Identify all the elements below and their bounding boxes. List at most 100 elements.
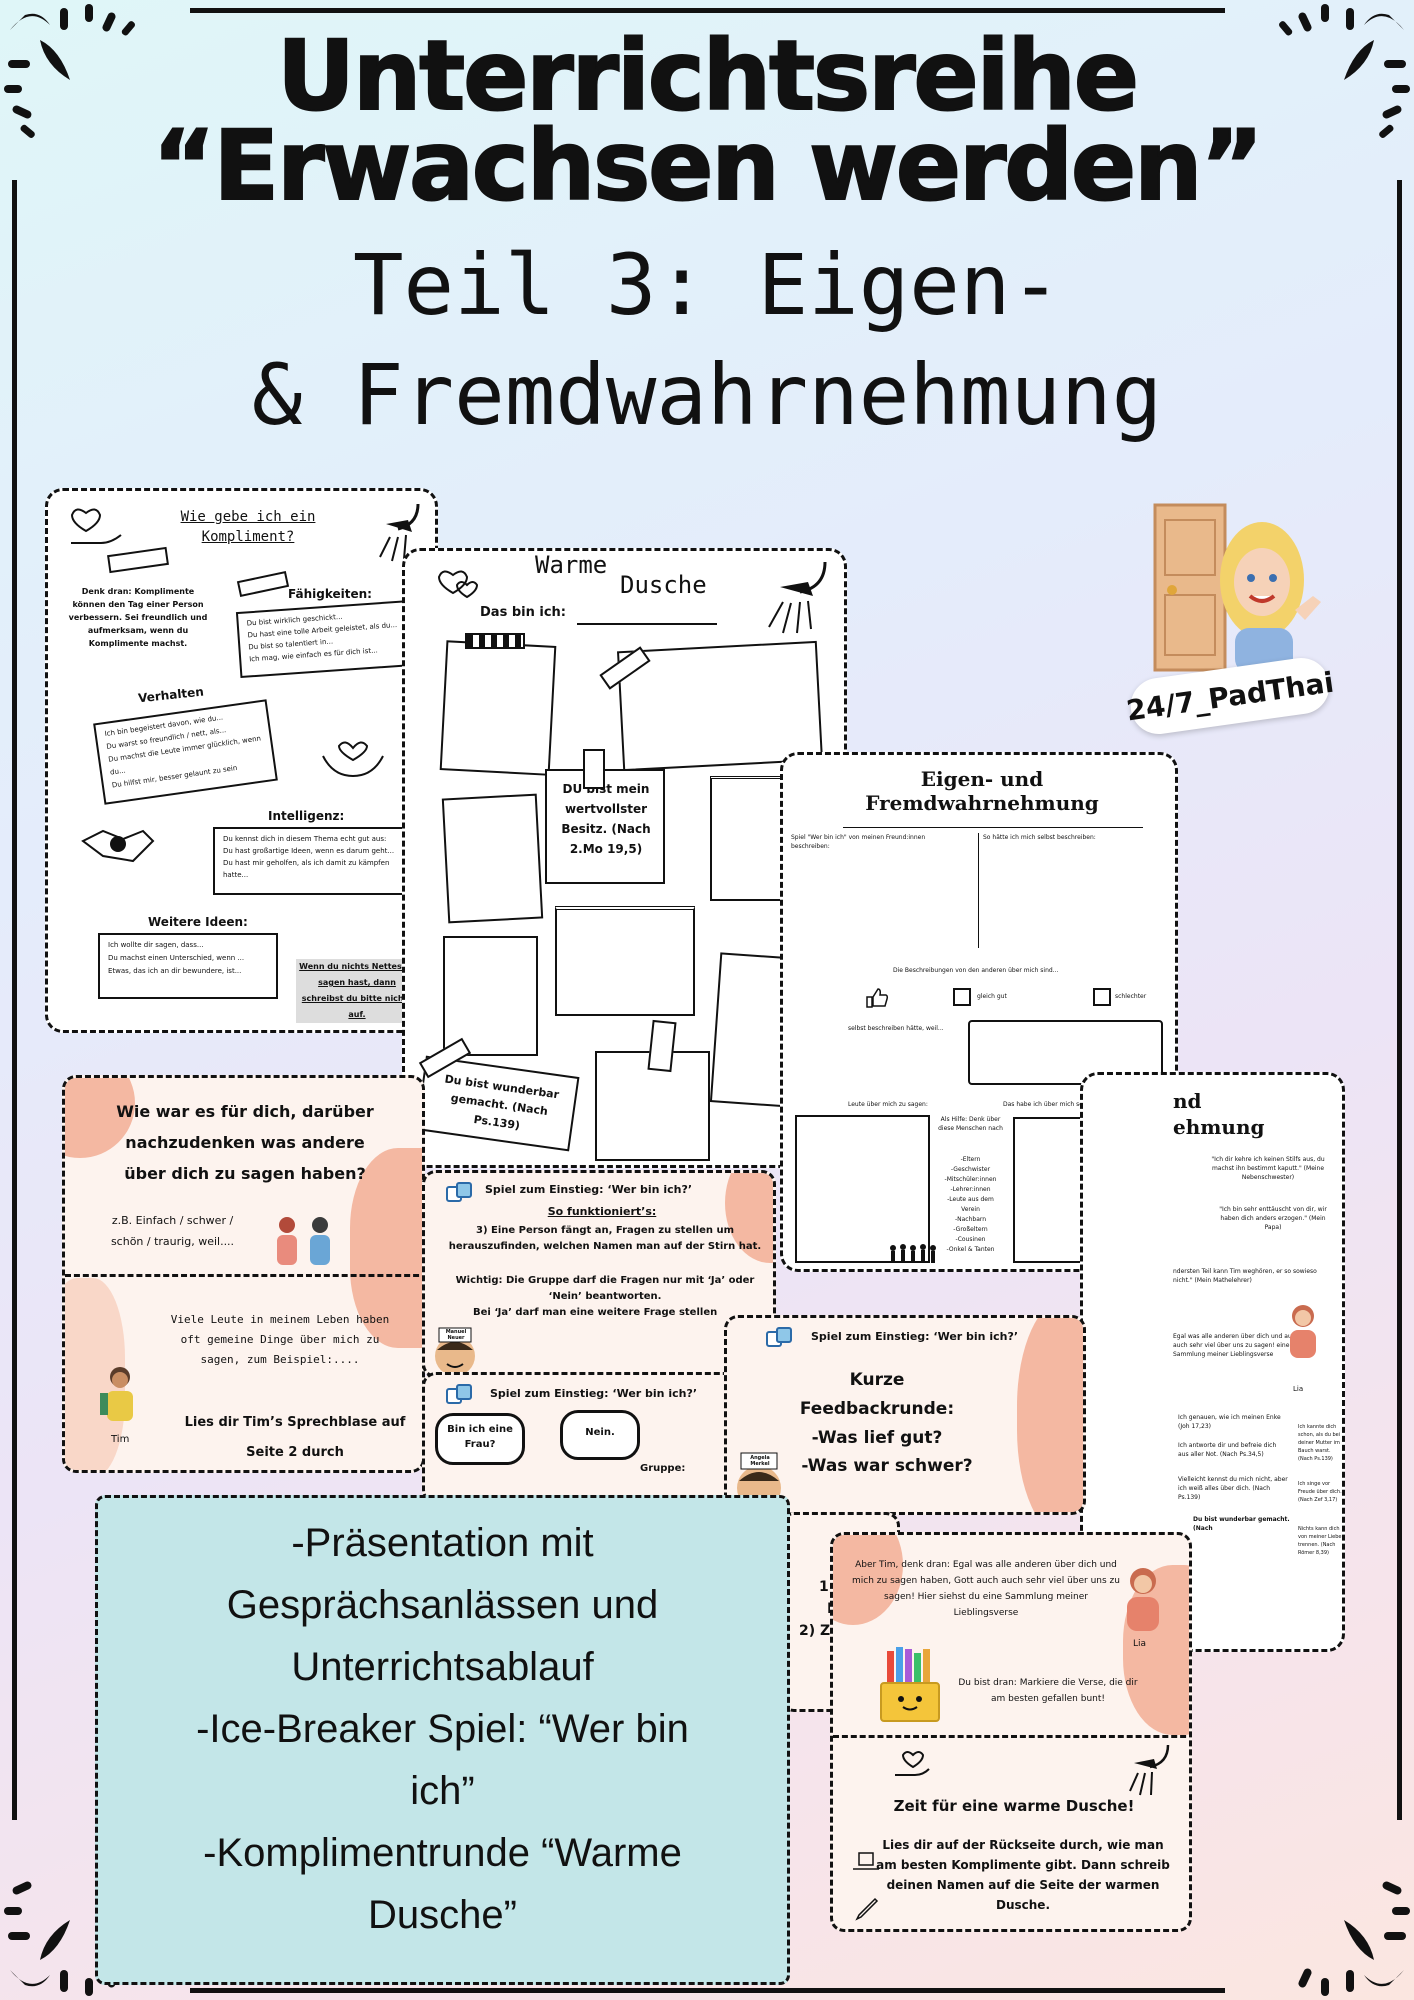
title-line-1: Unterrichtsreihe xyxy=(276,20,1140,132)
handshake-icon xyxy=(81,829,155,863)
help-item: -Geschwister xyxy=(950,1166,991,1173)
verse-note: DU bist mein wertvollster Besitz. (Nach … xyxy=(545,769,665,884)
info-line: -Komplimentrunde “Warme xyxy=(203,1831,682,1875)
couple-illustration xyxy=(277,1217,330,1265)
feedback-line-4: -Was war schwer? xyxy=(801,1456,973,1476)
same-label: gleich gut xyxy=(977,993,1007,1000)
intelligence-note: Du kennst dich in diesem Thema echt gut … xyxy=(213,827,413,895)
far-right-title-1: nd xyxy=(1173,1089,1202,1113)
pinned-note xyxy=(441,793,544,924)
slide-question: Wie war es für dich, darüber nachzudenke… xyxy=(62,1075,425,1473)
tim-speech: Viele Leute in meinem Leben haben oft ge… xyxy=(170,1313,390,1366)
perception-people: Leute über mich zu sagen: xyxy=(848,1101,928,1108)
help-item: -Nachbarn xyxy=(954,1216,987,1223)
door-avatar-illustration xyxy=(1153,503,1321,673)
heart-hand-icon xyxy=(895,1751,930,1776)
abilities-heading: Fähigkeiten: xyxy=(288,587,372,601)
game-rules-title: Spiel zum Einstieg: ‘Wer bin ich?’ xyxy=(485,1183,693,1196)
frame-left-line xyxy=(12,180,17,1820)
decor-blob xyxy=(1017,1318,1083,1512)
feedback-line-3: -Was lief gut? xyxy=(811,1428,943,1448)
help-item: -Mitschüler:innen xyxy=(944,1176,997,1183)
question-example: z.B. Einfach / schwer / schön / traurig,… xyxy=(110,1214,235,1248)
game-rules-important: Wichtig: Die Gruppe darf die Fragen nur … xyxy=(455,1275,755,1302)
tape xyxy=(583,749,605,789)
verse-text: DU bist mein wertvollster Besitz. (Nach … xyxy=(561,782,651,856)
photo-note xyxy=(439,640,557,776)
abilities-note: Du bist wirklich geschickt... Du hast ei… xyxy=(235,599,416,679)
quote-2: "Ich bin sehr enttäuscht von dir, wir ha… xyxy=(1219,1206,1327,1231)
perception-title-1: Eigen- und xyxy=(920,767,1044,791)
info-line: -Präsentation mit xyxy=(291,1521,594,1565)
feedback-line-1: Kurze xyxy=(849,1370,905,1390)
manuel-avatar xyxy=(435,1327,475,1375)
more-list: Ich wollte dir sagen, dass... Du machst … xyxy=(108,939,276,978)
verses-person: Lia xyxy=(1133,1639,1147,1649)
pencil-box-icon xyxy=(880,1647,940,1722)
worse-checkbox[interactable] xyxy=(1093,988,1111,1006)
feedback-title: Spiel zum Einstieg: ‘Wer bin ich?’ xyxy=(811,1330,1019,1343)
group-silhouette-icon xyxy=(890,1244,936,1263)
frame-bottom-line xyxy=(190,1988,1225,1993)
bubble-answer: Nein. xyxy=(560,1410,640,1460)
bubble-question-text: Bin ich eine Frau? xyxy=(447,1424,513,1450)
help-item: -Lehrer:innen xyxy=(950,1186,991,1193)
hands-heart-icon xyxy=(322,741,384,778)
corner-ornament-top-right xyxy=(1279,4,1410,138)
tape xyxy=(465,633,525,649)
verse-text-2: Du bist wunderbar gemacht. (Nach Ps.139) xyxy=(443,1072,560,1133)
lia-avatar xyxy=(1127,1568,1159,1631)
game-rules-text: 3) Eine Person fängt an, Fragen zu stell… xyxy=(448,1225,762,1252)
slide-feedback: Spiel zum Einstieg: ‘Wer bin ich?’ Kurze… xyxy=(724,1315,1086,1515)
corner-ornament-bottom-right xyxy=(1298,1881,1410,1996)
feedback-line-2: Feedbackrunde: xyxy=(799,1399,955,1419)
manuel-tag: Manuel Neuer xyxy=(445,1329,467,1341)
info-line: Dusche” xyxy=(368,1893,517,1937)
perception-col1: Spiel "Wer bin ich" von meinen Freund:in… xyxy=(791,834,926,850)
quote-1: "Ich dir kehre ich keinen Stilfs aus, du… xyxy=(1211,1156,1325,1181)
slide-divider xyxy=(833,1735,1189,1738)
help-item: -Cousinen xyxy=(955,1236,986,1243)
shower-title-2: Dusche xyxy=(620,571,707,599)
pencil-icon xyxy=(855,1897,879,1921)
name-line xyxy=(577,623,717,625)
help-item: -Onkel & Tanten xyxy=(946,1246,995,1253)
name-label: Das bin ich: xyxy=(480,605,566,620)
slide-game-rules: Spiel zum Einstieg: ‘Wer bin ich?’ So fu… xyxy=(422,1170,776,1378)
lia-avatar xyxy=(1290,1305,1316,1358)
tape xyxy=(236,570,290,598)
info-line: Gesprächsanlässen und xyxy=(226,1583,659,1627)
bubble-question: Bin ich eine Frau? xyxy=(435,1413,525,1465)
worse-label: schlechter xyxy=(1115,993,1147,1000)
verses-speech: Aber Tim, denk dran: Egal was alle ander… xyxy=(852,1560,1120,1618)
hands-gift-icon xyxy=(853,1852,879,1870)
help-item: -Großeltern xyxy=(953,1226,988,1233)
info-line: ich” xyxy=(410,1769,475,1813)
avatar xyxy=(1150,500,1325,675)
heart-hand-icon xyxy=(70,508,122,544)
reminder-text: Denk dran: Komplimente können den Tag ei… xyxy=(68,587,208,648)
verse-box-6: Ich singe vor Freude über dich. (Nach Ze… xyxy=(1298,1481,1342,1503)
game-bubbles-title: Spiel zum Einstieg: ‘Wer bin ich?’ xyxy=(490,1387,698,1400)
shower-icon xyxy=(379,503,420,562)
sheet-compliment: Wie gebe ich ein Kompliment? Denk dran: … xyxy=(45,488,438,1033)
bubble-answer-text: Nein. xyxy=(585,1427,615,1438)
more-item: Etwas, das ich an dir bewundere, ist... xyxy=(108,967,242,975)
subtitle-line-1: Teil 3: Eigen- xyxy=(352,236,1061,334)
same-checkbox[interactable] xyxy=(953,988,971,1006)
intelligence-item: Du hast mir geholfen, als ich damit zu k… xyxy=(223,859,390,879)
heart-icon xyxy=(437,570,479,599)
shower-icon xyxy=(1129,1744,1170,1796)
question-text: Wie war es für dich, darüber nachzudenke… xyxy=(116,1102,374,1183)
verse-box-5: Ich kannte dich schon, als du bei deiner… xyxy=(1298,1424,1341,1462)
shower-icon xyxy=(768,561,827,634)
intelligence-item: Du hast großartige Ideen, wenn es darum … xyxy=(223,847,395,855)
verse-box-4: Du bist wunderbar gemacht. (Nach xyxy=(1193,1516,1290,1532)
subtitle-line-2: & Fremdwahrnehmung xyxy=(251,346,1163,444)
info-line: Unterrichtsablauf xyxy=(291,1645,594,1689)
verse-box-1: Ich genauen, wie ich meinen Enke (Joh 17… xyxy=(1178,1414,1281,1430)
thumbs-up-icon xyxy=(866,988,889,1008)
dice-icon xyxy=(446,1182,472,1202)
help-item: -Eltern xyxy=(960,1156,981,1163)
dice-icon xyxy=(766,1327,792,1347)
